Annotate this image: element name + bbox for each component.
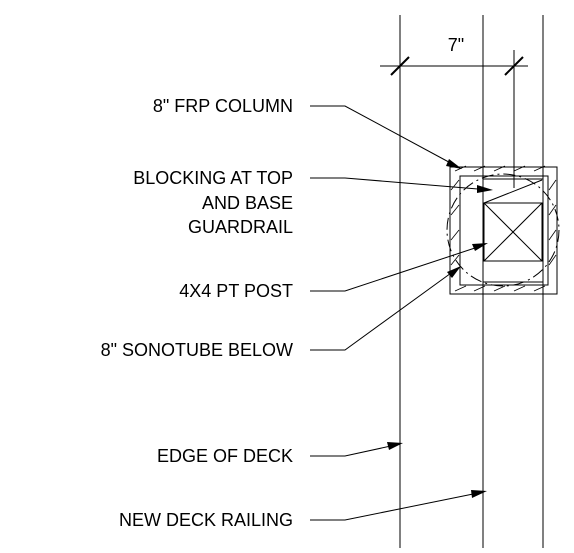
leader-sonotube: [310, 266, 461, 351]
label-edge-of-deck: EDGE OF DECK: [157, 446, 293, 466]
label-blocking-line3: GUARDRAIL: [188, 217, 293, 237]
frp-column: [449, 165, 558, 295]
label-new-deck-railing: NEW DECK RAILING: [119, 510, 293, 530]
leader-frp-column: [310, 105, 462, 169]
post-4x4: [483, 179, 543, 262]
label-sonotube: 8" SONOTUBE BELOW: [101, 340, 293, 360]
leader-new-deck-railing: [310, 490, 487, 521]
label-blocking-line2: AND BASE: [202, 193, 293, 213]
dimension-label: 7": [448, 35, 464, 55]
sonotube: [446, 173, 560, 287]
label-frp-column: 8" FRP COLUMN: [153, 96, 293, 116]
label-blocking-line1: BLOCKING AT TOP: [133, 168, 293, 188]
leader-edge-of-deck: [310, 442, 403, 457]
label-post: 4X4 PT POST: [179, 281, 293, 301]
leader-post: [310, 243, 488, 292]
leader-blocking: [310, 177, 493, 193]
dimension-line: [380, 50, 528, 188]
blocking: [482, 178, 544, 283]
column-wall-hatch: [450, 165, 557, 292]
